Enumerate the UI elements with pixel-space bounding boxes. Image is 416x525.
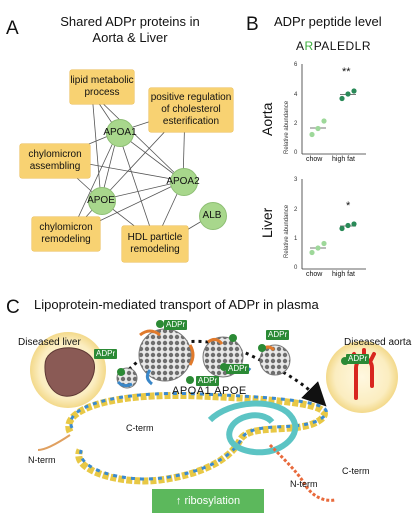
liver-tick-1: 1 bbox=[294, 236, 298, 242]
liver-data-point bbox=[339, 225, 345, 232]
apoa1-ribbon bbox=[65, 391, 328, 485]
liver-x-chow: chow bbox=[306, 271, 323, 278]
liver-plot bbox=[301, 179, 366, 270]
liver-label: Liver bbox=[259, 207, 275, 238]
liver-data-point bbox=[315, 245, 321, 251]
lipid-metabolic-box: lipid metabolic process bbox=[70, 70, 134, 104]
peptide-sequence: ARPALEDLR bbox=[296, 39, 371, 53]
aorta-tick-2: 2 bbox=[294, 121, 298, 127]
peptide-residue-r: R bbox=[304, 39, 314, 53]
apoe-tail bbox=[268, 443, 336, 502]
hdl-remodeling-box: HDL particle remodeling bbox=[122, 226, 188, 262]
adpr-tag: ADPr bbox=[94, 349, 118, 359]
aorta-data-point bbox=[351, 88, 357, 94]
c-term-label-2: C-term bbox=[342, 466, 370, 476]
panel-a-title-line1: Shared ADPr proteins in bbox=[60, 14, 200, 29]
n-term-label-2: N-term bbox=[290, 479, 318, 489]
adpr-tag: ADPr bbox=[266, 330, 290, 340]
apoa1-structure-label: APOA1 bbox=[172, 385, 212, 397]
adpr-dot bbox=[186, 376, 194, 384]
alb-node bbox=[199, 202, 227, 230]
lipoprotein-particle-small bbox=[259, 344, 291, 376]
liver-data-point bbox=[351, 221, 357, 227]
liver-x-highfat: high fat bbox=[332, 271, 355, 278]
apoe-label: APOE bbox=[87, 195, 115, 206]
adpr-dot bbox=[258, 344, 266, 352]
aorta-tick-6: 6 bbox=[294, 62, 298, 68]
panel-b-letter: B bbox=[246, 14, 259, 35]
adpr-dot bbox=[156, 320, 164, 328]
aorta-tick-4: 4 bbox=[294, 92, 298, 98]
aorta-data-point bbox=[315, 125, 321, 132]
aorta-plot bbox=[301, 64, 366, 155]
liver-organ-icon bbox=[44, 347, 95, 397]
aorta-data-point bbox=[339, 95, 345, 102]
adpr-tag: ADPr bbox=[196, 376, 220, 386]
aorta-x-highfat: high fat bbox=[332, 156, 355, 163]
liver-ylabel: Relative abundance bbox=[284, 204, 290, 258]
aorta-label: Aorta bbox=[259, 102, 275, 136]
chylomicron-remodeling-box: chylomicron remodeling bbox=[32, 217, 100, 251]
adpr-dot bbox=[229, 334, 237, 342]
aorta-significance: ** bbox=[342, 66, 351, 78]
apoa1-ribbon-blue bbox=[69, 391, 328, 481]
liver-data-point bbox=[345, 222, 351, 229]
alb-label: ALB bbox=[202, 210, 222, 221]
cholesterol-esterification-box: positive regulation of cholesterol ester… bbox=[149, 88, 233, 132]
liver-significance: * bbox=[346, 200, 351, 212]
n-term-label: N-term bbox=[28, 455, 56, 465]
panel-c-title: Lipoprotein-mediated transport of ADPr i… bbox=[34, 297, 319, 312]
adpr-tag: ADPr bbox=[164, 320, 188, 330]
panel-a-title-line2: Aorta & Liver bbox=[92, 30, 168, 45]
ribosylation-box: ↑ ribosylation bbox=[152, 489, 264, 513]
apoe-node bbox=[88, 187, 116, 215]
liver-tick-0: 0 bbox=[294, 265, 298, 271]
n-term-tail bbox=[37, 434, 71, 451]
transport-illustration bbox=[30, 320, 398, 502]
liver-data-point bbox=[309, 249, 315, 256]
apoe-ribbon bbox=[207, 400, 299, 456]
panel-b-title: ADPr peptide level bbox=[274, 14, 382, 29]
apoa1-label: APOA1 bbox=[103, 127, 137, 138]
apoa2-node bbox=[170, 168, 198, 196]
liver-tick-3: 3 bbox=[294, 177, 298, 183]
c-term-label: C-term bbox=[126, 423, 154, 433]
chylomicron-assembling-box: chylomicron assembling bbox=[20, 144, 90, 178]
peptide-rest: PALEDLR bbox=[313, 39, 371, 53]
apoa1-node bbox=[106, 119, 134, 147]
apoa1-apoe-label: APOA1 APOE bbox=[172, 385, 247, 397]
liver-data-point bbox=[321, 240, 327, 247]
apoe-structure-label: APOE bbox=[214, 385, 247, 397]
aorta-tick-0: 0 bbox=[294, 150, 298, 156]
aorta-data-point bbox=[345, 91, 351, 97]
edge bbox=[91, 92, 184, 182]
adpr-dot bbox=[117, 368, 125, 376]
diseased-aorta-label: Diseased aorta bbox=[344, 337, 412, 348]
panel-a-letter: A bbox=[6, 18, 19, 39]
apolipoprotein-strands bbox=[139, 329, 276, 366]
liver-tick-2: 2 bbox=[294, 207, 298, 213]
panel-a-title: Shared ADPr proteins in Aorta & Liver bbox=[30, 14, 230, 46]
aorta-x-chow: chow bbox=[306, 156, 323, 163]
diseased-liver-label: Diseased liver bbox=[18, 337, 81, 348]
apoa2-label: APOA2 bbox=[166, 176, 200, 187]
edge bbox=[91, 92, 102, 201]
panel-c-letter: C bbox=[6, 297, 20, 318]
edge bbox=[117, 131, 156, 243]
peptide-residue-a: A bbox=[296, 39, 305, 53]
aorta-data-point bbox=[309, 131, 315, 138]
aorta-ylabel: Relative abundance bbox=[284, 100, 290, 154]
adpr-tag: ADPr bbox=[346, 354, 370, 364]
adpr-tag: ADPr bbox=[226, 364, 250, 374]
aorta-data-point bbox=[321, 118, 327, 124]
